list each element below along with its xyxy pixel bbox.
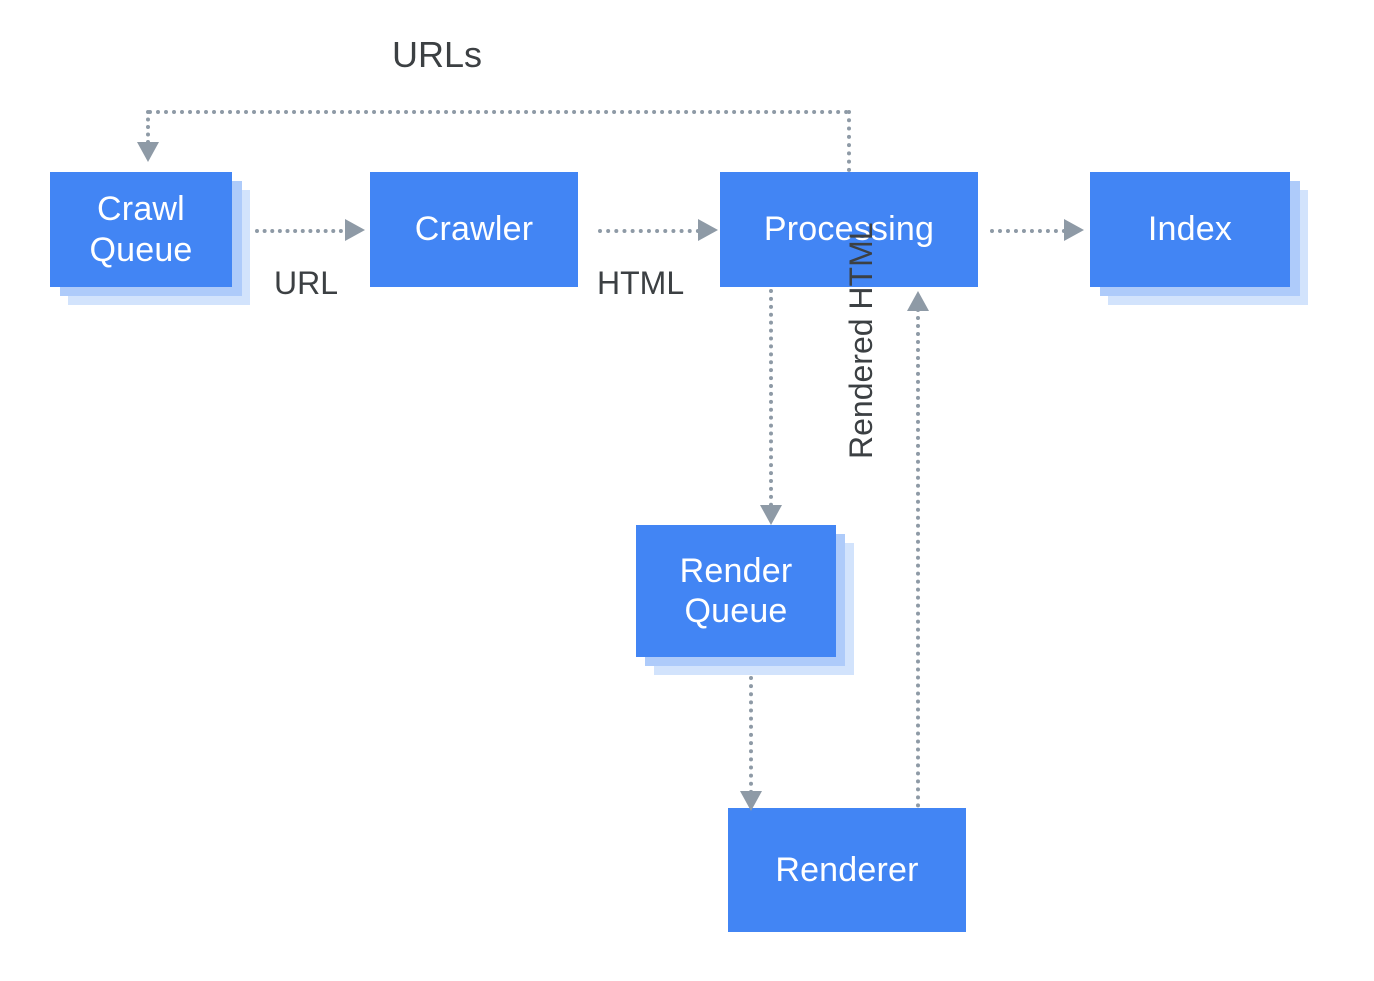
node-crawl-queue[interactable]: Crawl Queue	[50, 172, 232, 287]
edge-label-rendered-html: Rendered HTML	[843, 222, 879, 459]
node-renderer[interactable]: Renderer	[728, 808, 966, 932]
node-renderer-label: Renderer	[775, 850, 919, 889]
node-crawl-queue-label: Crawl Queue	[89, 189, 192, 269]
arrowhead-processing-to-render-queue	[760, 505, 782, 525]
node-processing-label: Processing	[763, 210, 935, 249]
connector-render-queue-to-renderer	[749, 676, 753, 794]
node-crawler[interactable]: Crawler	[370, 172, 578, 287]
node-render-queue-label: Render Queue	[680, 551, 793, 631]
arrowhead-render-queue-to-renderer	[740, 791, 762, 811]
node-crawl-queue-label-line2: Queue	[89, 230, 193, 269]
node-processing[interactable]: Processing	[720, 172, 978, 287]
connector-url	[255, 229, 343, 233]
edge-label-urls: URLs	[392, 34, 483, 75]
edge-label-url: URL	[274, 265, 339, 301]
connector-urls-up-segment	[847, 110, 851, 172]
connector-urls-horizontal-segment	[148, 110, 849, 114]
connector-html	[598, 229, 700, 233]
arrowhead-html-to-processing	[698, 219, 718, 241]
node-render-queue[interactable]: Render Queue	[636, 525, 836, 657]
edge-label-html: HTML	[597, 265, 685, 301]
node-crawler-label: Crawler	[414, 210, 534, 249]
arrowhead-rendered-html-to-processing	[907, 291, 929, 311]
node-crawl-queue-label-line1: Crawl	[97, 190, 185, 229]
node-render-queue-label-line2: Queue	[684, 592, 788, 630]
connector-urls-down-segment	[146, 110, 150, 144]
node-index[interactable]: Index	[1090, 172, 1290, 287]
connector-processing-to-render-queue	[769, 289, 773, 507]
connector-rendered-html	[916, 308, 920, 808]
connector-processing-to-index	[990, 229, 1066, 233]
node-render-queue-label-line1: Render	[679, 551, 793, 590]
arrowhead-processing-to-index	[1064, 219, 1084, 241]
arrowhead-url-to-crawler	[345, 219, 365, 241]
arrowhead-urls-to-crawl-queue	[137, 142, 159, 162]
node-index-label: Index	[1147, 210, 1233, 249]
